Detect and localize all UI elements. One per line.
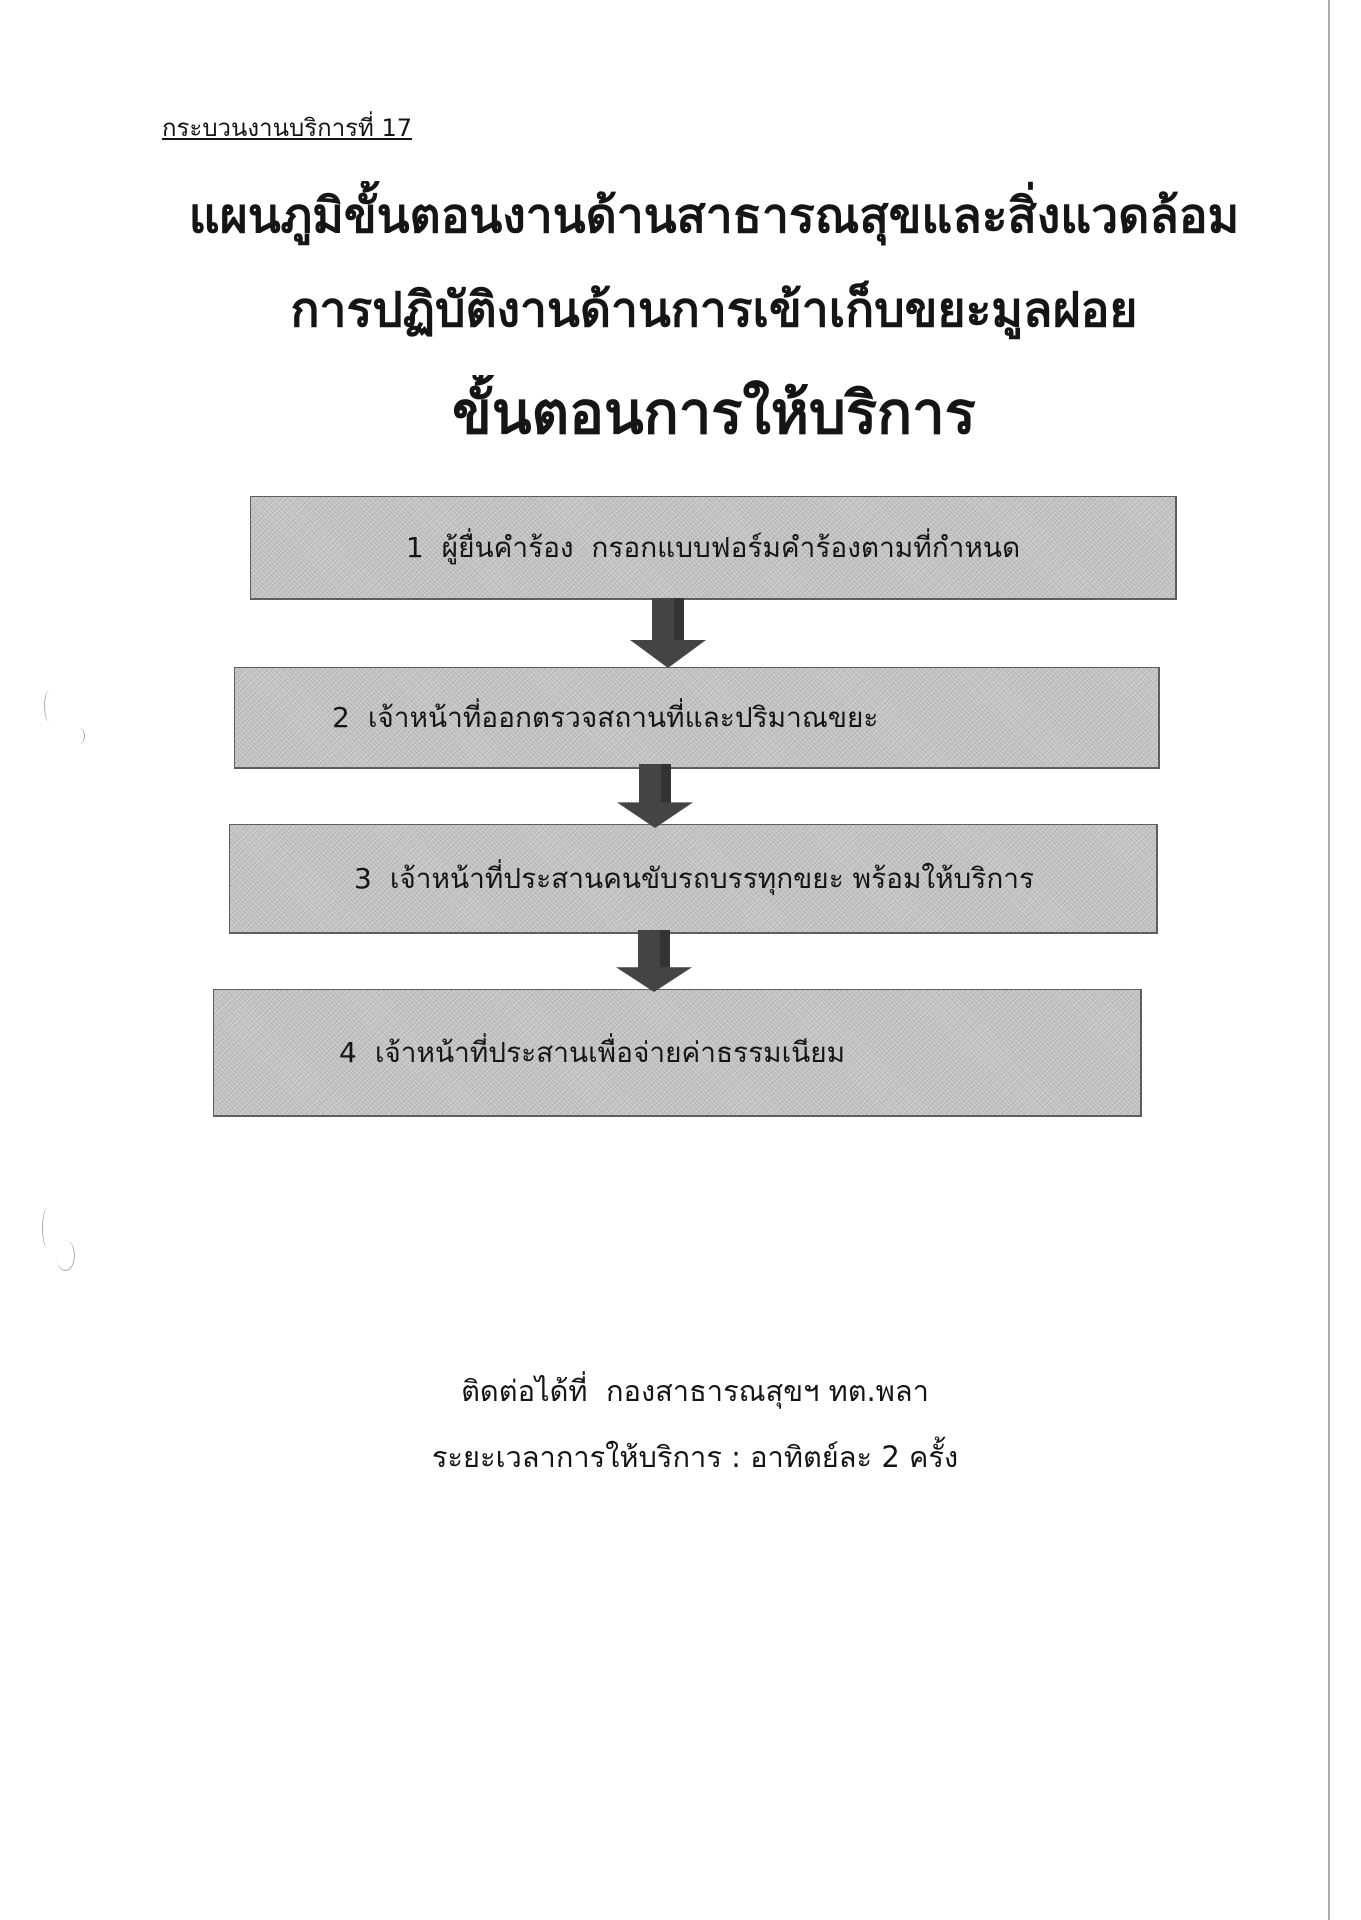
arrow-head (617, 802, 693, 828)
arrow-shaft-shade (660, 930, 670, 969)
service-period: ระยะเวลาการให้บริการ : อาทิตย์ละ 2 ครั้ง (431, 1440, 959, 1474)
page-title-line-3: ขั้นตอนการให้บริการ (452, 379, 976, 447)
punch-hole-mark (56, 1240, 75, 1271)
flow-step-4: 4 เจ้าหน้าที่ประสานเพื่อจ่ายค่าธรรมเนียม (213, 989, 1142, 1117)
step-text: เจ้าหน้าที่ประสานคนขับรถบรรทุกขยะ พร้อมใ… (389, 861, 1035, 895)
arrow-head (630, 640, 706, 668)
step-text: เจ้าหน้าที่ประสานเพื่อจ่ายค่าธรรมเนียม (374, 1035, 846, 1069)
flow-step-1: 1 ผู้ยื่นคำร้อง กรอกแบบฟอร์มคำร้องตามที่… (250, 496, 1177, 600)
step-number: 1 (405, 530, 424, 564)
down-arrow-graphic (616, 930, 692, 992)
arrow-head (616, 967, 692, 992)
step-text: ผู้ยื่นคำร้อง กรอกแบบฟอร์มคำร้องตามที่กำ… (441, 530, 1021, 564)
down-arrow-graphic (630, 598, 706, 668)
step-text: เจ้าหน้าที่ออกตรวจสถานที่และปริมาณขยะ (367, 700, 879, 734)
page-title-line-2: การปฏิบัติงานด้านการเข้าเก็บขยะมูลฝอย (290, 282, 1138, 338)
down-arrow-icon (617, 764, 693, 828)
down-arrow-icon (616, 930, 692, 992)
down-arrow-graphic (617, 764, 693, 828)
arrow-shaft (639, 764, 671, 805)
scan-edge-line (1328, 0, 1330, 1920)
arrow-shaft (652, 598, 684, 642)
process-number-label: กระบวนงานบริการที่ 17 (162, 114, 413, 142)
arrow-shaft (638, 930, 670, 969)
punch-hole-mark (42, 1208, 53, 1248)
step-number: 4 (339, 1035, 357, 1069)
step-number: 2 (332, 700, 350, 734)
flow-step-3: 3 เจ้าหน้าที่ประสานคนขับรถบรรทุกขยะ พร้อ… (229, 824, 1158, 934)
page-title-line-1: แผนภูมิขั้นตอนงานด้านสาธารณสุขและสิ่งแวด… (188, 188, 1240, 244)
flow-step-2: 2 เจ้าหน้าที่ออกตรวจสถานที่และปริมาณขยะ (234, 667, 1160, 769)
punch-hole-mark (74, 728, 85, 744)
contact-info: ติดต่อได้ที่ กองสาธารณสุขฯ ทต.พลา (461, 1374, 929, 1408)
step-number: 3 (354, 861, 372, 895)
down-arrow-icon (630, 598, 706, 668)
arrow-shaft-shade (674, 598, 684, 642)
punch-hole-mark (44, 690, 55, 722)
arrow-shaft-shade (661, 764, 671, 805)
